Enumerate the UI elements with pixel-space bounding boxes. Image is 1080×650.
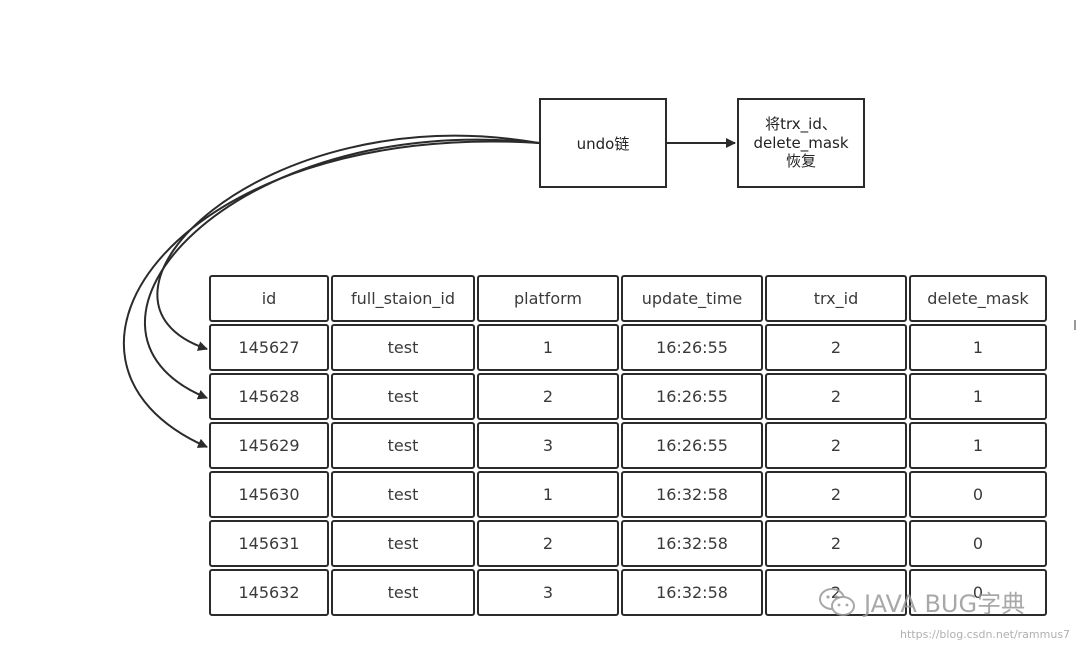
watermark-brand: JAVA BUG字典 <box>864 590 1026 618</box>
table-cell: 2 <box>477 520 619 567</box>
table-cell: 1 <box>909 373 1047 420</box>
watermark: JAVA BUG字典 <box>818 584 1025 619</box>
table-cell: 16:32:58 <box>621 569 763 616</box>
table-row: 145629 test 3 16:26:55 2 1 <box>208 421 1050 470</box>
table-cell: 1 <box>477 471 619 518</box>
table-cell: 1 <box>909 422 1047 469</box>
table-cell: 3 <box>477 569 619 616</box>
table-cell: 1 <box>909 324 1047 371</box>
table-cell: 3 <box>477 422 619 469</box>
undo-chain-label: undo链 <box>576 134 630 153</box>
undo-arrow-row-145629 <box>122 140 540 448</box>
wechat-icon <box>819 587 855 616</box>
table-cell: 0 <box>909 520 1047 567</box>
table-header-row: id full_staion_id platform update_time t… <box>208 274 1050 323</box>
restore-line-1: 将trx_id、 <box>765 114 837 133</box>
table-cell: 2 <box>477 373 619 420</box>
table-cell: test <box>331 373 475 420</box>
table-row: 145628 test 2 16:26:55 2 1 <box>208 372 1050 421</box>
table-cell: test <box>331 324 475 371</box>
table-cell: 16:32:58 <box>621 471 763 518</box>
header-cell: update_time <box>621 275 763 322</box>
table-cell: 145631 <box>209 520 329 567</box>
table-row: 145627 test 1 16:26:55 2 1 <box>208 323 1050 372</box>
header-cell: trx_id <box>765 275 907 322</box>
table-cell: 145628 <box>209 373 329 420</box>
table-cell: 2 <box>765 422 907 469</box>
table-cell: 2 <box>765 520 907 567</box>
header-cell: platform <box>477 275 619 322</box>
undo-arrow-row-145628 <box>143 138 540 400</box>
header-cell: delete_mask <box>909 275 1047 322</box>
table-cell: 0 <box>909 569 1047 616</box>
table-row: 145630 test 1 16:32:58 2 0 <box>208 470 1050 519</box>
table-cell: test <box>331 520 475 567</box>
table-cell: 16:26:55 <box>621 373 763 420</box>
restore-line-3: 恢复 <box>785 152 816 171</box>
table-cell: 16:26:55 <box>621 324 763 371</box>
table-cell: 16:26:55 <box>621 422 763 469</box>
data-table: id full_staion_id platform update_time t… <box>208 274 1050 617</box>
table-cell: 2 <box>765 373 907 420</box>
undo-arrow-row-145627 <box>156 134 540 351</box>
edge-tick <box>1074 320 1080 330</box>
undo-chain-box: undo链 <box>539 98 667 188</box>
table-cell: 2 <box>765 471 907 518</box>
header-cell: id <box>209 275 329 322</box>
restore-line-2: delete_mask <box>753 133 849 152</box>
watermark-url: https://blog.csdn.net/rammus7 <box>900 628 1071 641</box>
table-cell: 16:32:58 <box>621 520 763 567</box>
table-cell: 2 <box>765 324 907 371</box>
table-cell: 145630 <box>209 471 329 518</box>
restore-box: 将trx_id、 delete_mask 恢复 <box>737 98 865 188</box>
table-cell: test <box>331 422 475 469</box>
table-cell: 145627 <box>209 324 329 371</box>
header-cell: full_staion_id <box>331 275 475 322</box>
table-cell: test <box>331 569 475 616</box>
table-cell: 1 <box>477 324 619 371</box>
table-cell: 0 <box>909 471 1047 518</box>
table-cell: test <box>331 471 475 518</box>
table-row: 145631 test 2 16:32:58 2 0 <box>208 519 1050 568</box>
table-cell: 145632 <box>209 569 329 616</box>
table-cell: 145629 <box>209 422 329 469</box>
